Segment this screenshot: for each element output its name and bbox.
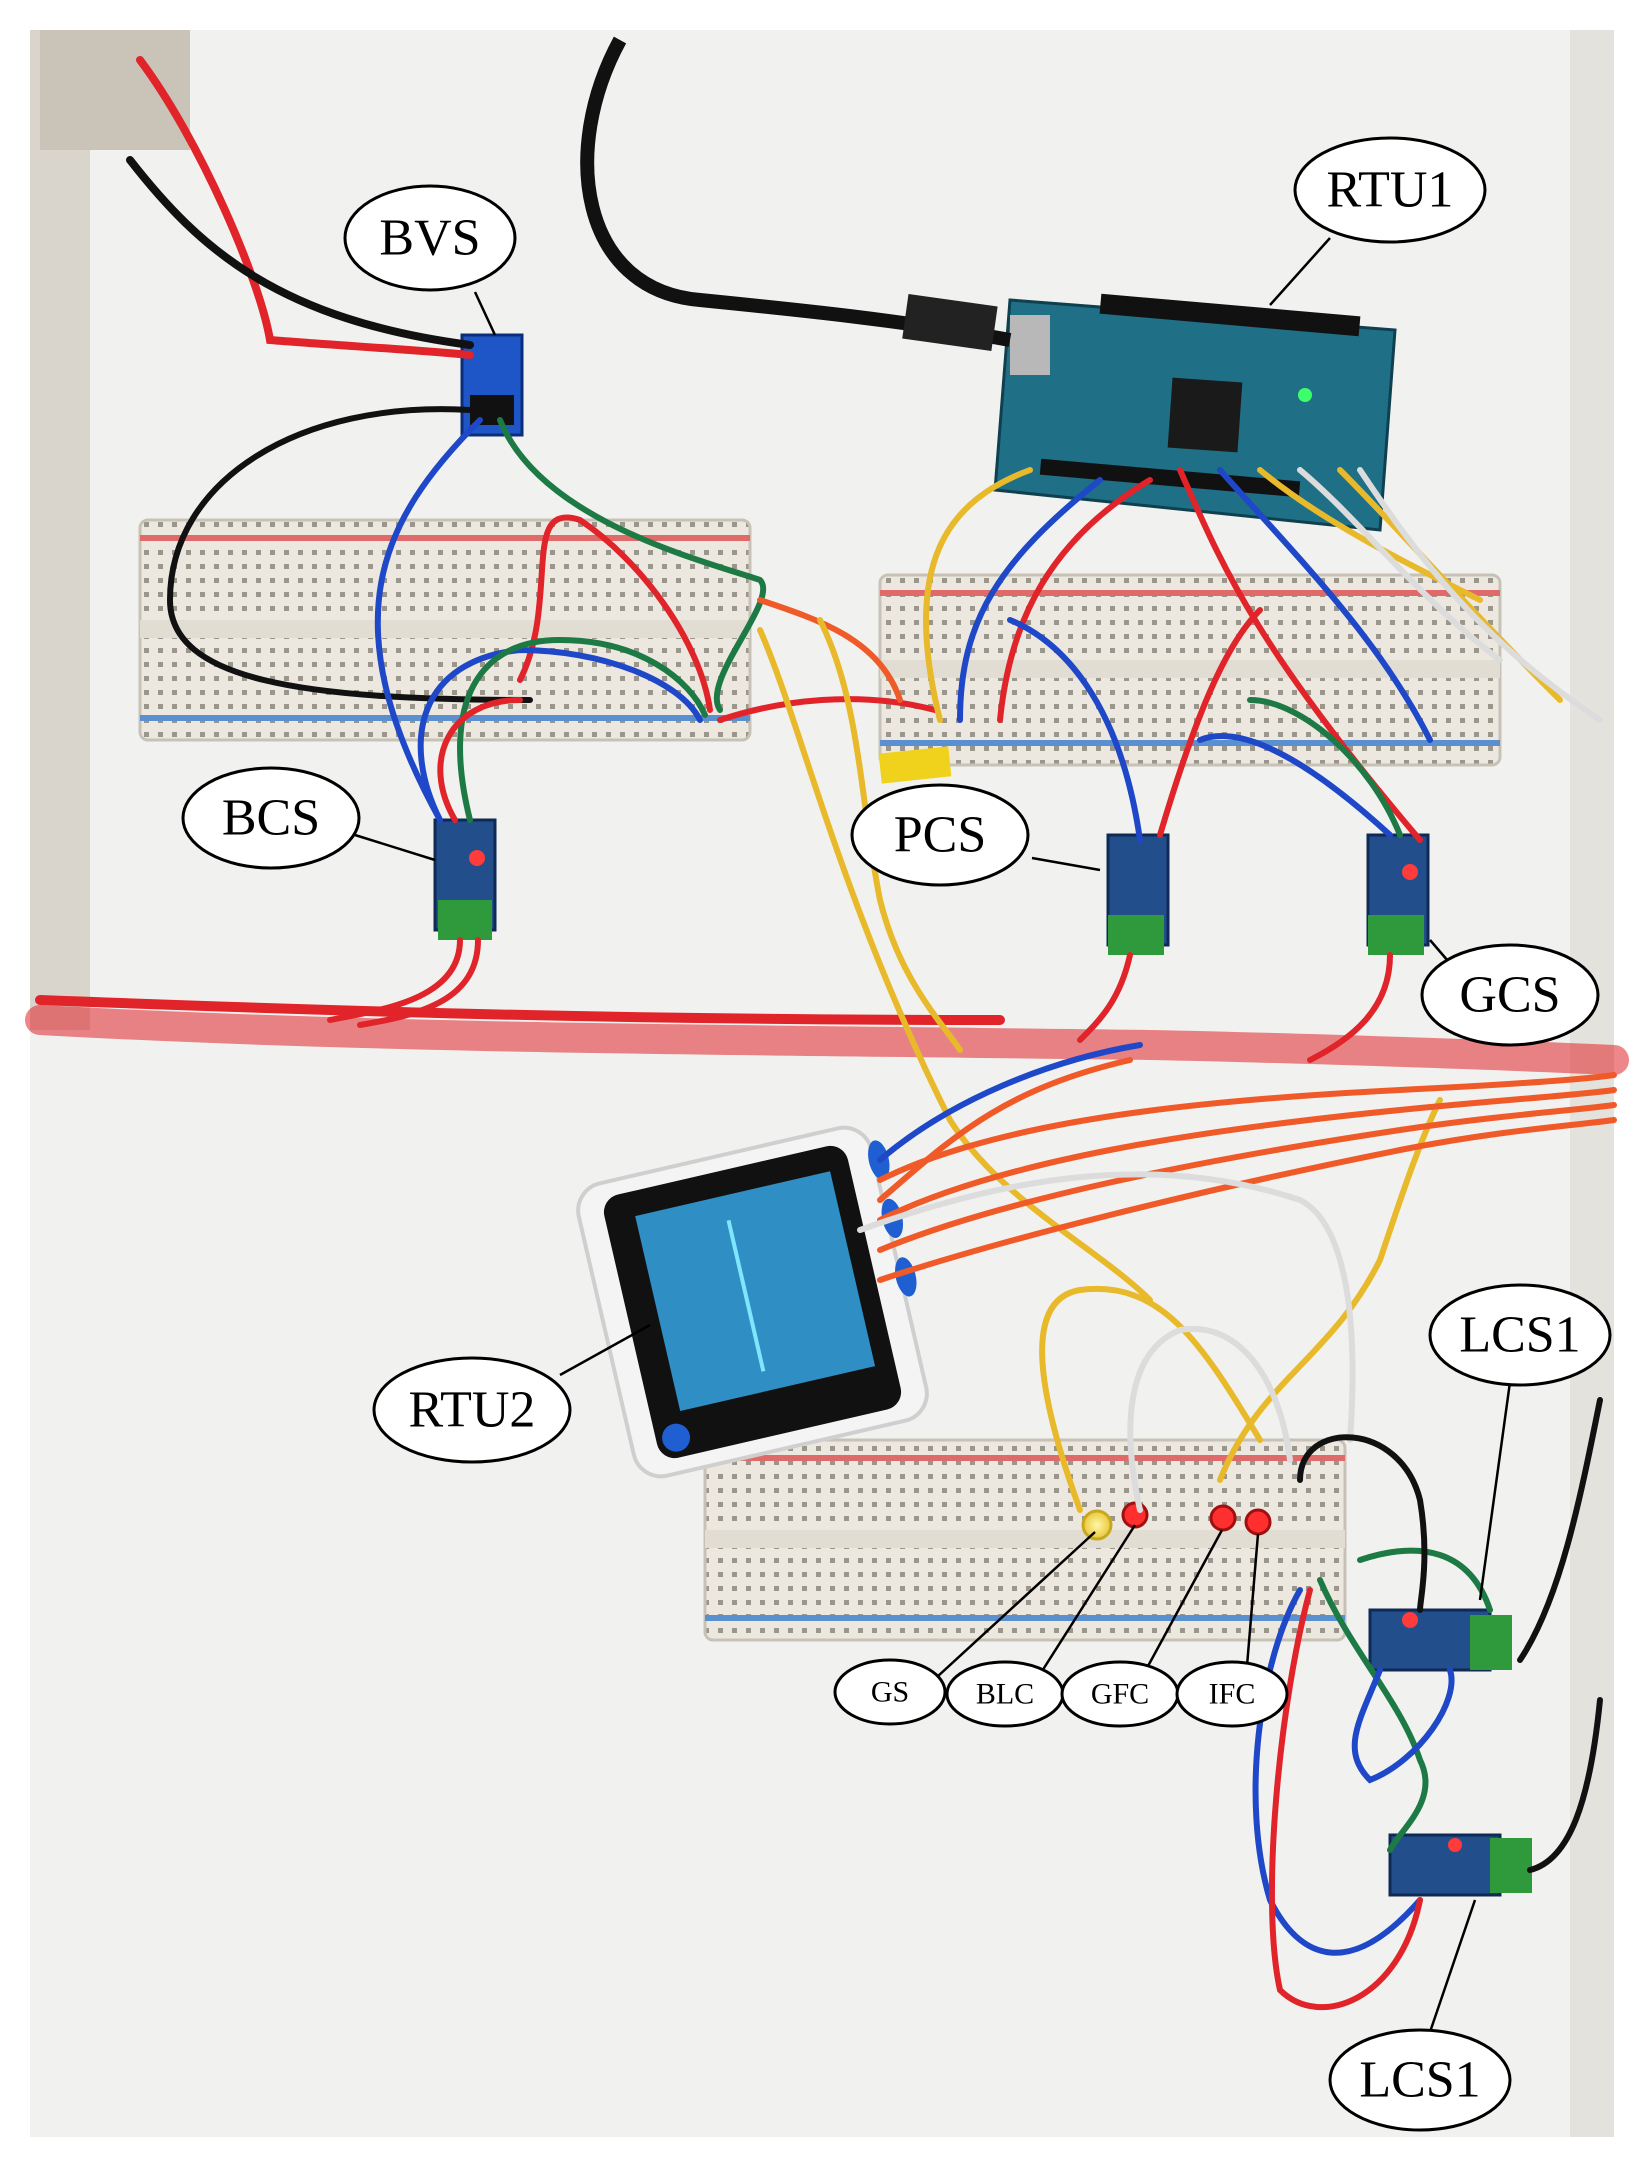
label-rtu2: RTU2 — [409, 1382, 536, 1439]
right-edge-cables — [1570, 30, 1614, 2137]
handheld-rtu-device — [576, 1125, 929, 1479]
label-gfc: GFC — [1091, 1678, 1149, 1711]
voltage-sensor-module — [460, 333, 524, 437]
label-gcs: GCS — [1459, 967, 1560, 1024]
label-bcs: BCS — [222, 790, 320, 847]
label-pcs: PCS — [894, 807, 987, 864]
led-gfc — [1209, 1504, 1237, 1532]
callout-lines — [354, 237, 1512, 2033]
current-sensor-lcs1-top — [1368, 1608, 1512, 1672]
left-edge-strip — [30, 30, 90, 1030]
label-ifc: IFC — [1209, 1678, 1256, 1711]
led-blc — [1121, 1501, 1149, 1529]
current-sensor-bcs — [433, 818, 497, 940]
current-sensor-gcs — [1366, 833, 1430, 955]
current-sensor-pcs — [1106, 833, 1170, 955]
top-left-clips — [40, 30, 190, 150]
label-gs: GS — [871, 1676, 909, 1709]
current-sensor-lcs1-bottom — [1388, 1833, 1532, 1897]
led-ifc — [1244, 1508, 1272, 1536]
usb-cable — [580, 36, 1012, 347]
label-lcs1-bottom: LCS1 — [1359, 2052, 1480, 2109]
wiring — [25, 56, 1629, 2010]
usb-connector — [902, 293, 998, 352]
arduino-board — [993, 293, 1397, 532]
callout-ellipses — [181, 136, 1612, 2132]
label-rtu1: RTU1 — [1327, 162, 1454, 219]
breadboard-top-left — [138, 518, 752, 742]
label-blc: BLC — [976, 1678, 1034, 1711]
breadboard-bottom — [703, 1438, 1347, 1642]
label-bvs: BVS — [379, 210, 480, 267]
label-lcs1-top: LCS1 — [1459, 1307, 1580, 1364]
yellow-tape — [878, 746, 952, 784]
led-gs — [1081, 1509, 1113, 1541]
